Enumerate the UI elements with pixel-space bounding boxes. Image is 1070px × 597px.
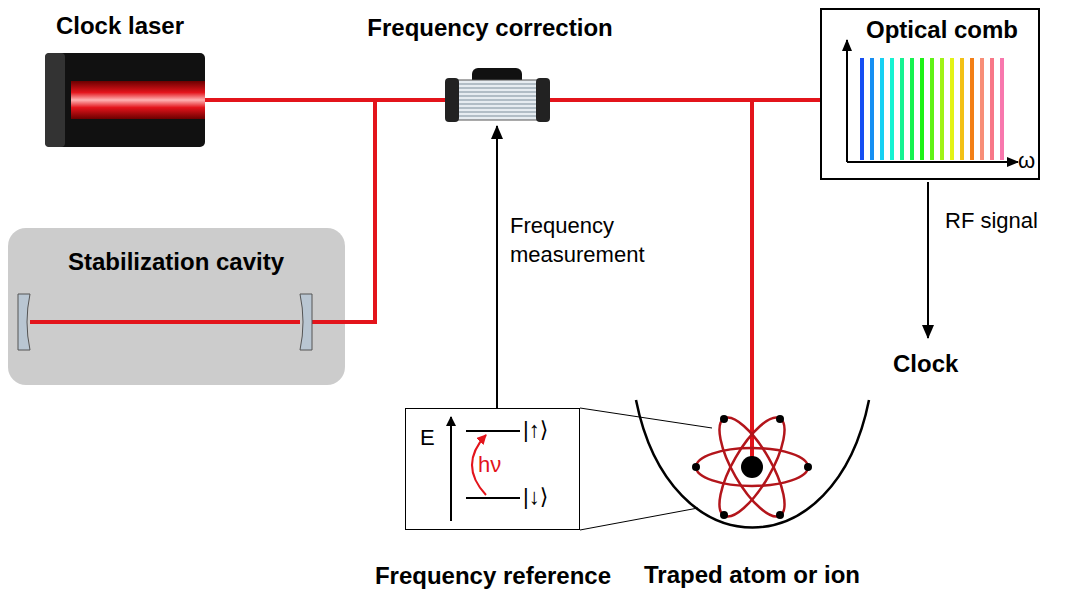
output-name: Clock [893,350,958,378]
drawing-part [450,417,452,521]
drawing-part [300,294,312,350]
drawing-part [847,161,1018,163]
illustrated-part: Frequency correction [300,14,680,124]
drawing-part [776,511,784,519]
drawing-part [970,58,974,160]
drawing-part [720,511,728,519]
drawing-part [457,83,538,84]
drawing-part [71,81,205,119]
illustrated-part: Clock laser [20,12,220,152]
drawing-part [741,456,763,478]
symbol-label: hν [478,452,501,477]
drawing-part [720,415,728,423]
drawing-part [890,58,894,160]
drawing-part [466,430,520,432]
drawing-part [910,58,914,160]
drawing-part [940,58,944,160]
drawing-part [457,115,538,116]
drawing-part [45,53,205,147]
symbol-label: ω [1018,148,1035,173]
drawing-part [457,99,538,100]
drawing-part [536,78,550,122]
drawing-part [457,103,538,104]
drawing-part [457,95,538,96]
part-name: Clock laser [56,12,184,40]
part-name: Frequency correction [367,14,612,42]
ion-trap [630,395,875,555]
drawing-part [950,58,954,160]
part-name: Traped atom or ion [644,561,860,589]
drawing-part [846,40,848,162]
drawing-part [776,415,784,423]
signal-name: RF signal [945,208,1038,233]
part-name: Frequency reference [375,562,611,590]
drawing-part [990,58,994,160]
inset-leader-line [580,508,698,530]
part-name: Optical comb [866,16,1018,44]
drawing-part [30,320,300,324]
drawing-part [930,58,934,160]
drawing-part [466,497,520,499]
drawing-part [1000,58,1004,160]
symbol-label: |↓⟩ [523,484,548,509]
symbol-label: E [420,425,435,450]
rf-signal-arrow [927,182,929,338]
inset-leader-line [580,408,712,428]
drawing-part [18,294,30,350]
drawing-part [457,107,538,108]
drawing-part [980,58,984,160]
drawing-part [804,463,812,471]
drawing-part [900,58,904,160]
drawing-part [310,320,345,324]
drawing-part [45,53,65,147]
drawing-part [960,58,964,160]
drawing-part [708,409,797,525]
labeled-box: Optical comb ω [820,8,1040,180]
drawing-part [870,58,874,160]
laser-body [45,53,205,147]
drawing-part [920,58,924,160]
drawing-part [457,91,538,92]
drawing-part [457,87,538,88]
drawing-part [692,463,700,471]
drawing-part [708,409,797,525]
labeled-box: Frequency referenceE|↑⟩hν|↓⟩ [405,408,580,530]
drawing-part [860,58,864,160]
edge-label: Frequency measurement [510,212,660,269]
symbol-label: |↑⟩ [523,417,548,442]
illustrated-part: Traped atom or ion [630,395,875,590]
drawing-part [445,78,459,122]
labeled-box: Stabilization cavity [8,228,345,385]
signal-arrow [496,126,498,408]
drawing-part [455,80,540,120]
drawing-part [880,58,884,160]
part-name: Stabilization cavity [68,248,284,276]
drawing-part [457,111,538,112]
drawing-part [696,448,808,486]
modulator-device [445,78,550,122]
